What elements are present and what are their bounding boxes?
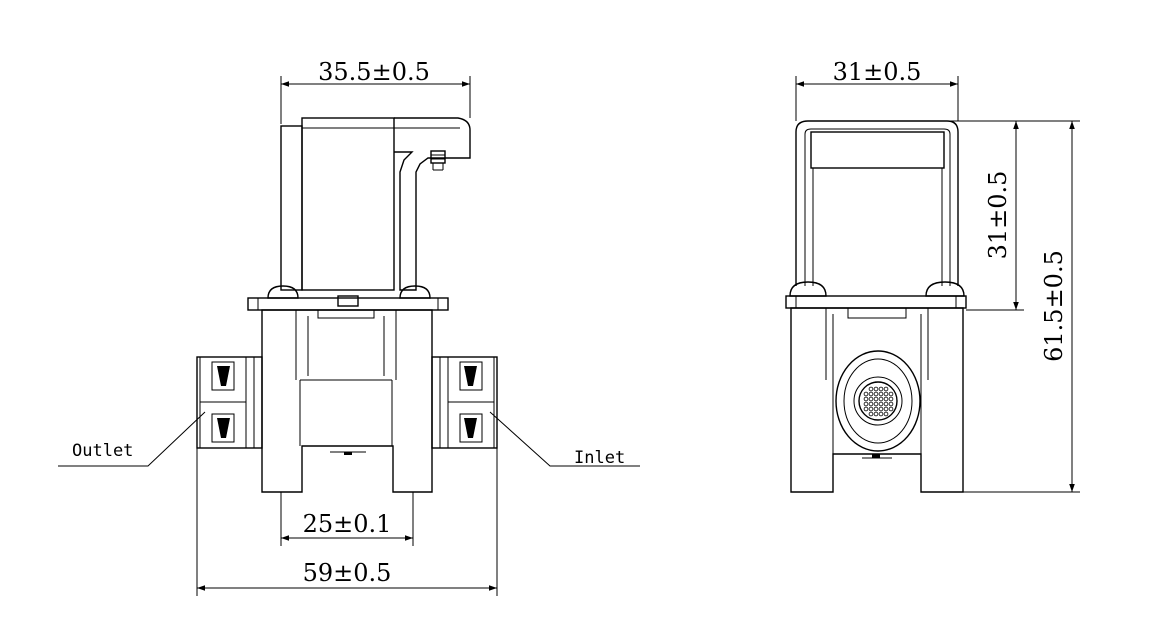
center-nub xyxy=(337,295,359,307)
mesh-hole xyxy=(878,386,884,392)
dim-side-top-width: 31±0.5 xyxy=(833,58,922,86)
dim-front-top-width: 35.5±0.5 xyxy=(318,58,430,86)
mesh-hole xyxy=(868,406,874,412)
mesh-hole xyxy=(868,411,874,417)
mount-screw-right xyxy=(399,285,431,299)
mesh-hole xyxy=(883,411,889,417)
dim-side-coil-height: 31±0.5 xyxy=(984,171,1012,260)
mesh-hole xyxy=(878,411,884,417)
mesh-hole xyxy=(888,391,894,397)
mount-screw-left xyxy=(267,285,299,299)
dim-front-bottom-inner: 25±0.1 xyxy=(303,510,392,538)
mesh-hole xyxy=(883,391,889,397)
coil-band xyxy=(810,131,945,169)
coil-housing xyxy=(301,117,395,291)
mesh-hole xyxy=(883,401,889,407)
mesh-hole xyxy=(883,386,889,392)
mesh-hole xyxy=(868,391,874,397)
mesh-hole xyxy=(878,406,884,412)
valve-body xyxy=(261,309,433,493)
outlet-fitting xyxy=(196,356,263,449)
side-valve-body xyxy=(790,307,964,493)
mesh-hole xyxy=(873,396,879,402)
mesh-hole xyxy=(878,401,884,407)
mesh-hole xyxy=(888,401,894,407)
terminal-screw xyxy=(430,150,446,164)
dim-front-bottom-outer: 59±0.5 xyxy=(303,559,392,587)
top-plate xyxy=(247,297,449,311)
outlet-label: Outlet xyxy=(72,441,133,461)
mesh-hole xyxy=(873,401,879,407)
side-mount-screw-right xyxy=(925,281,965,297)
outlet-leader xyxy=(58,411,206,467)
side-view: 31±0.5 31±0.5 61.5±0.5 xyxy=(785,58,1080,493)
mesh-hole xyxy=(863,391,869,397)
port-outer xyxy=(835,350,921,452)
mesh-hole xyxy=(888,406,894,412)
mesh-hole xyxy=(888,396,894,402)
inlet-label: Inlet xyxy=(574,448,625,468)
mesh-hole xyxy=(878,396,884,402)
mesh-hole xyxy=(863,401,869,407)
mesh-hole xyxy=(883,396,889,402)
left-post xyxy=(280,125,303,291)
mesh-hole xyxy=(878,391,884,397)
filter-screen xyxy=(858,381,898,421)
coil-frame xyxy=(795,120,959,286)
mesh-hole xyxy=(873,411,879,417)
mesh-hole xyxy=(868,386,874,392)
inlet-fitting xyxy=(431,356,498,449)
mesh-hole xyxy=(873,391,879,397)
inlet-leader xyxy=(489,411,640,467)
side-top-plate xyxy=(785,295,967,309)
front-view: Outlet Inlet 35.5±0.5 25±0.1 59±0.5 xyxy=(58,58,640,596)
mesh-hole xyxy=(868,396,874,402)
mesh-hole xyxy=(873,406,879,412)
bore-cap xyxy=(317,309,375,319)
mesh-hole xyxy=(863,406,869,412)
mesh-hole xyxy=(868,401,874,407)
mesh-hole xyxy=(863,396,869,402)
dim-side-total-height: 61.5±0.5 xyxy=(1040,250,1068,362)
side-mount-screw-left xyxy=(789,281,827,297)
filter-mesh xyxy=(863,386,894,417)
terminal-bracket xyxy=(394,117,471,291)
mesh-hole xyxy=(883,406,889,412)
mesh-hole xyxy=(873,386,879,392)
